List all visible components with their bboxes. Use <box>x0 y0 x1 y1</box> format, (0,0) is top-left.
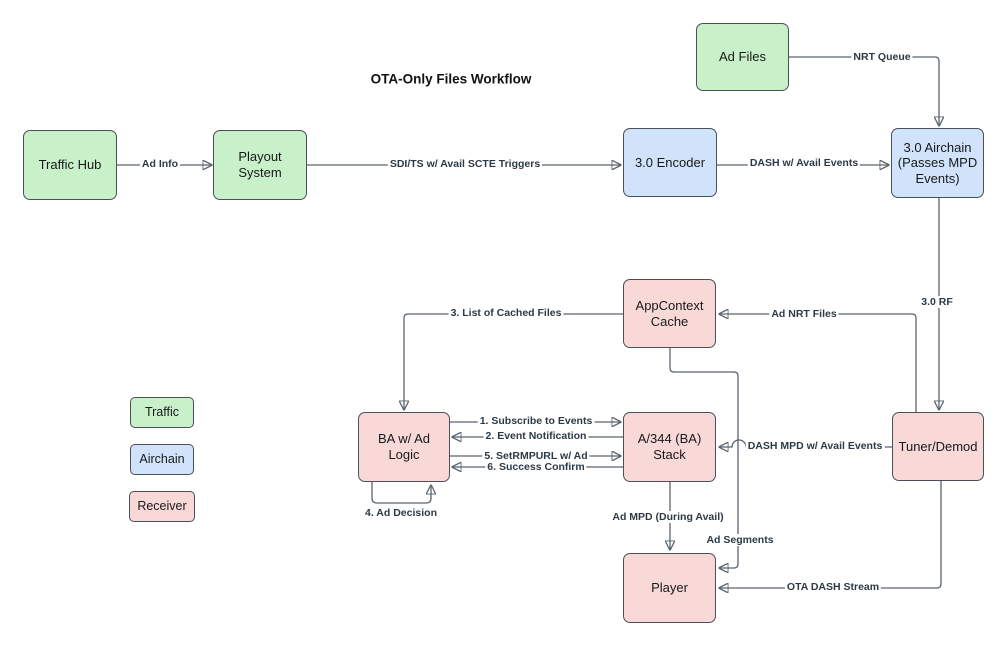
edge-label-list-cached-files: 3. List of Cached Files <box>448 307 564 319</box>
node-traffic-hub: Traffic Hub <box>23 130 117 200</box>
edge-list-cached-files <box>404 313 623 409</box>
edge-label-dash-mpd: DASH MPD w/ Avail Events <box>745 440 885 452</box>
edge-label-success-confirm: 6. Success Confirm <box>485 461 587 473</box>
edge-label-subscribe-events: 1. Subscribe to Events <box>477 415 595 427</box>
node-tuner-demod: Tuner/Demod <box>892 412 984 481</box>
edge-label-ad-info: Ad Info <box>139 158 181 170</box>
edge-label-3-0-rf: 3.0 RF <box>919 296 955 308</box>
node-3-0-airchain: 3.0 Airchain (Passes MPD Events) <box>891 128 984 198</box>
legend-traffic: Traffic <box>130 397 194 428</box>
legend-airchain: Airchain <box>130 444 194 475</box>
edge-label-setrmpurl: 5. SetRMPURL w/ Ad <box>482 450 590 462</box>
edge-label-ad-nrt-files: Ad NRT Files <box>769 308 839 320</box>
edge-label-ad-segments: Ad Segments <box>704 534 776 546</box>
node-a344-stack: A/344 (BA) Stack <box>623 412 716 482</box>
diagram-title: OTA-Only Files Workflow <box>370 71 532 87</box>
edge-ad-decision-loop <box>371 482 431 504</box>
node-playout-system: Playout System <box>213 130 307 200</box>
edge-label-sdi-ts: SDI/TS w/ Avail SCTE Triggers <box>387 158 543 170</box>
node-ad-files: Ad Files <box>696 23 789 91</box>
legend-receiver: Receiver <box>129 491 195 522</box>
edge-ota-dash-stream <box>720 481 942 588</box>
edge-ad-segments <box>669 348 739 568</box>
node-appcontext-cache: AppContext Cache <box>623 279 716 348</box>
edge-ad-nrt-files <box>720 314 917 412</box>
edge-label-ad-mpd: Ad MPD (During Avail) <box>610 511 726 523</box>
node-ba-ad-logic: BA w/ Ad Logic <box>358 412 450 482</box>
edge-label-dash-avail-events: DASH w/ Avail Events <box>747 157 861 169</box>
node-player: Player <box>623 553 716 623</box>
node-3-0-encoder: 3.0 Encoder <box>623 128 717 197</box>
edge-label-event-notification: 2. Event Notification <box>483 430 589 442</box>
edge-label-nrt-queue: NRT Queue <box>851 51 913 63</box>
edge-label-ota-dash-stream: OTA DASH Stream <box>784 581 882 593</box>
edge-label-ad-decision: 4. Ad Decision <box>363 507 439 519</box>
edge-nrt-queue <box>789 56 939 125</box>
